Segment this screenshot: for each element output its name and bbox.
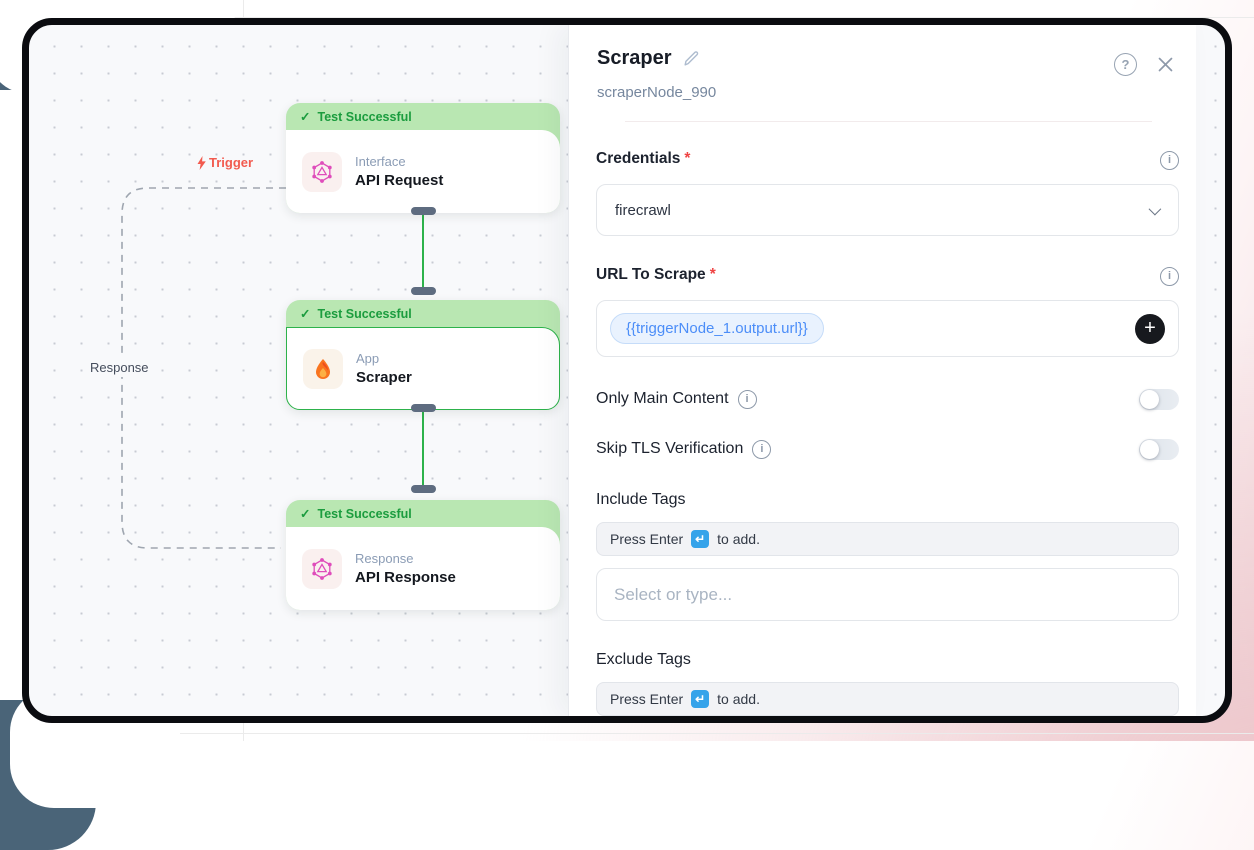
flame-icon bbox=[316, 358, 330, 379]
bg-grid-hline-top bbox=[0, 17, 1254, 18]
check-icon: ✓ bbox=[300, 507, 311, 521]
info-icon[interactable]: i bbox=[1160, 266, 1179, 286]
node-card[interactable]: Interface API Request bbox=[286, 130, 560, 213]
trigger-edge-label-text: Trigger bbox=[209, 155, 254, 170]
port-apiresponse-input[interactable] bbox=[411, 485, 436, 493]
interface-icon-tile bbox=[302, 151, 342, 192]
port-apirequest-output[interactable] bbox=[411, 207, 436, 215]
app-icon-tile bbox=[303, 348, 343, 389]
node-category: Interface bbox=[355, 154, 406, 169]
response-dashed-wire bbox=[121, 187, 286, 549]
workflow-canvas[interactable]: Trigger Response ✓ Test Successful bbox=[29, 25, 1225, 716]
node-category: App bbox=[356, 351, 380, 366]
exclude-tags-hint: Press Enter ↵ to add. bbox=[596, 682, 1179, 716]
test-successful-badge: ✓ Test Successful bbox=[286, 103, 560, 130]
url-token-pill[interactable]: {{triggerNode_1.output.url}} bbox=[610, 313, 824, 344]
info-icon[interactable]: i bbox=[752, 439, 772, 459]
include-tags-label: Include Tags bbox=[596, 491, 686, 508]
required-asterisk: * bbox=[709, 266, 716, 283]
edit-pencil-icon[interactable] bbox=[682, 49, 701, 68]
enter-key-icon: ↵ bbox=[691, 690, 710, 708]
scraper-config-panel: Scraper ? scraperNode_990 bbox=[568, 25, 1196, 716]
info-icon[interactable]: i bbox=[1160, 150, 1179, 170]
include-tags-input[interactable] bbox=[596, 568, 1179, 621]
node-id: scraperNode_990 bbox=[597, 84, 717, 101]
skip-tls-verification-toggle[interactable] bbox=[1139, 438, 1179, 460]
node-title: Scraper bbox=[356, 369, 412, 386]
trigger-edge-label: Trigger bbox=[196, 155, 253, 170]
badge-text: Test Successful bbox=[317, 506, 412, 521]
node-card[interactable]: Response API Response bbox=[286, 527, 560, 610]
credentials-select[interactable]: firecrawl bbox=[596, 184, 1179, 236]
hexagon-network-icon bbox=[312, 160, 332, 183]
badge-text: Test Successful bbox=[317, 306, 412, 321]
badge-text: Test Successful bbox=[317, 109, 412, 124]
panel-title: Scraper bbox=[597, 47, 672, 69]
node-card[interactable]: App Scraper bbox=[286, 327, 560, 410]
response-edge-label: Response bbox=[85, 358, 154, 377]
exclude-tags-label: Exclude Tags bbox=[596, 651, 691, 668]
port-scraper-output[interactable] bbox=[411, 404, 436, 412]
url-to-scrape-label: URL To Scrape* bbox=[596, 266, 716, 283]
hexagon-network-icon bbox=[312, 557, 332, 580]
node-scraper[interactable]: ✓ Test Successful App Scraper bbox=[286, 300, 560, 410]
response-icon-tile bbox=[302, 548, 342, 589]
node-title: API Response bbox=[355, 569, 456, 586]
port-scraper-input[interactable] bbox=[411, 287, 436, 295]
node-api-request[interactable]: ✓ Test Successful Interface API Request bbox=[286, 103, 560, 213]
url-to-scrape-input[interactable]: {{triggerNode_1.output.url}} + bbox=[596, 300, 1179, 357]
header-divider bbox=[625, 121, 1152, 122]
test-successful-badge: ✓ Test Successful bbox=[286, 500, 560, 527]
required-asterisk: * bbox=[684, 150, 691, 167]
test-successful-badge: ✓ Test Successful bbox=[286, 300, 560, 327]
enter-key-icon: ↵ bbox=[691, 530, 710, 548]
node-category: Response bbox=[355, 551, 414, 566]
bg-grid-hline-bottom bbox=[0, 733, 1254, 734]
check-icon: ✓ bbox=[300, 307, 311, 321]
workflow-window: Trigger Response ✓ Test Successful bbox=[22, 18, 1232, 723]
lightning-bolt-icon bbox=[197, 155, 206, 170]
node-title: API Request bbox=[355, 172, 444, 189]
info-icon[interactable]: i bbox=[737, 389, 757, 409]
include-tags-hint: Press Enter ↵ to add. bbox=[596, 522, 1179, 556]
node-api-response[interactable]: ✓ Test Successful Response API Response bbox=[286, 500, 560, 610]
chevron-down-icon bbox=[1148, 202, 1162, 215]
add-variable-button[interactable]: + bbox=[1135, 313, 1165, 344]
toggle-knob bbox=[1140, 389, 1159, 409]
credentials-value: firecrawl bbox=[615, 201, 671, 219]
connection-wires bbox=[121, 187, 424, 549]
only-main-content-toggle[interactable] bbox=[1139, 388, 1179, 410]
check-icon: ✓ bbox=[300, 110, 311, 124]
close-icon[interactable] bbox=[1155, 54, 1176, 75]
credentials-label: Credentials* bbox=[596, 150, 691, 167]
toggle-knob bbox=[1140, 439, 1159, 459]
help-icon[interactable]: ? bbox=[1114, 53, 1137, 76]
